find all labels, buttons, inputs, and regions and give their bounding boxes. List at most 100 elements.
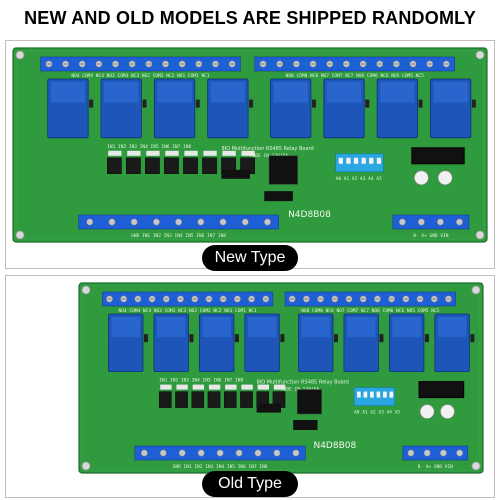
relay-highlight bbox=[301, 317, 330, 338]
terminal-screw bbox=[241, 218, 249, 226]
old-type-panel: NO4 COM4 NC4 NO3 COM3 NC3 NO2 COM2 NC2 N… bbox=[5, 275, 495, 498]
dc-jack bbox=[411, 147, 465, 165]
terminal-screw bbox=[197, 218, 205, 226]
dip-lever bbox=[376, 157, 382, 164]
relay-highlight bbox=[202, 317, 231, 338]
input-terminal-labels: GND IN1 IN2 IN3 IN4 IN5 IN6 IN7 IN8 bbox=[131, 233, 226, 239]
top-terminal-block bbox=[254, 56, 455, 72]
smd-resistor bbox=[160, 384, 172, 390]
model-number: N4D8B08 bbox=[313, 441, 356, 451]
relay-diode bbox=[311, 99, 316, 108]
regulator-chip bbox=[256, 403, 281, 413]
relay-highlight bbox=[210, 82, 246, 103]
terminal-screw bbox=[292, 449, 300, 457]
rs485-chip bbox=[293, 420, 318, 431]
old-type-label: Old Type bbox=[202, 471, 298, 497]
optocoupler bbox=[106, 157, 122, 175]
smd-resistor bbox=[257, 384, 270, 390]
terminal-screw bbox=[423, 449, 431, 457]
optocoupler bbox=[145, 157, 160, 175]
mounting-hole bbox=[475, 230, 485, 240]
dip-lever bbox=[389, 391, 394, 398]
relay-diode bbox=[379, 334, 384, 343]
relay-highlight bbox=[156, 317, 186, 338]
board-title: 8IO Multifunction RS485 Relay Board bbox=[221, 146, 313, 152]
power-terminal-labels: B- A+ GND VIN bbox=[413, 233, 449, 239]
relay-highlight bbox=[50, 82, 86, 103]
smd-resistor bbox=[241, 384, 253, 390]
relay-highlight bbox=[437, 317, 467, 338]
smd-resistor bbox=[192, 384, 205, 390]
top-terminal-labels: NO4 COM4 NC4 NO3 COM3 NC3 NO2 COM2 NC2 N… bbox=[119, 308, 257, 314]
mcu-chip bbox=[268, 155, 298, 185]
relay-diode bbox=[195, 99, 200, 108]
terminal-screw bbox=[86, 218, 94, 226]
old-type-board-photo: NO4 COM4 NC4 NO3 COM3 NC3 NO2 COM2 NC2 N… bbox=[78, 282, 484, 474]
dip-lever bbox=[376, 391, 381, 398]
terminal-screw bbox=[175, 218, 183, 226]
top-terminal-block bbox=[102, 291, 274, 307]
dip-lever bbox=[383, 391, 387, 398]
terminal-screw bbox=[219, 218, 227, 226]
relay-highlight bbox=[247, 317, 277, 338]
relay-diode bbox=[471, 99, 476, 108]
mounting-hole bbox=[471, 285, 481, 295]
terminal-screw bbox=[398, 218, 406, 226]
relay-highlight bbox=[380, 82, 415, 103]
relay-diode bbox=[189, 334, 194, 343]
top-terminal-block bbox=[40, 56, 241, 72]
input-led-labels: IN1 IN2 IN3 IN4 IN5 IN6 IN7 IN8 bbox=[107, 144, 191, 150]
optocoupler bbox=[183, 157, 198, 175]
dip-lever bbox=[370, 391, 374, 398]
relay-diode bbox=[89, 99, 94, 108]
smd-resistor bbox=[273, 384, 286, 390]
smd-resistor bbox=[203, 150, 217, 156]
top-terminal-labels: NO8 COM8 NC8 NO7 COM7 NC7 NO6 COM6 NC6 N… bbox=[286, 73, 424, 79]
relay-diode bbox=[234, 334, 239, 343]
board-title: 8IO Multifunction RS485 Relay Board bbox=[257, 380, 349, 386]
relay-diode bbox=[470, 334, 475, 343]
mounting-hole bbox=[15, 230, 25, 240]
input-terminal-labels: GND IN1 IN2 IN3 IN4 IN5 IN6 IN7 IN8 bbox=[173, 464, 268, 470]
relay-diode bbox=[142, 99, 147, 108]
mounting-hole bbox=[475, 50, 485, 60]
dip-lever bbox=[357, 391, 361, 398]
relay-highlight bbox=[346, 317, 376, 338]
smd-resistor bbox=[241, 150, 255, 156]
optocoupler bbox=[126, 157, 141, 175]
top-terminal-block bbox=[284, 291, 456, 307]
terminal-screw bbox=[273, 449, 281, 457]
relay-diode bbox=[365, 99, 370, 108]
optocoupler bbox=[223, 391, 237, 408]
mcu-chip bbox=[296, 389, 322, 415]
input-led-labels: IN1 IN2 IN3 IN4 IN5 IN6 IN7 IN8 bbox=[159, 378, 243, 384]
terminal-screw bbox=[436, 218, 444, 226]
relay-highlight bbox=[433, 82, 468, 103]
smd-resistor bbox=[165, 150, 179, 156]
smd-resistor bbox=[146, 150, 160, 156]
relay-diode bbox=[280, 334, 285, 343]
relay-diode bbox=[418, 99, 423, 108]
terminal-screw bbox=[407, 449, 415, 457]
relay-highlight bbox=[392, 317, 421, 338]
terminal-screw bbox=[178, 449, 186, 457]
smd-resistor bbox=[225, 384, 237, 390]
dip-lever bbox=[353, 157, 359, 164]
capacitor bbox=[437, 170, 453, 186]
rs485-chip bbox=[264, 191, 293, 202]
capacitor bbox=[419, 404, 435, 419]
smd-resistor bbox=[222, 150, 236, 156]
relay-highlight bbox=[111, 317, 140, 338]
smd-resistor bbox=[108, 150, 122, 156]
power-terminal-block bbox=[392, 214, 470, 230]
new-type-board-photo: NO4 COM4 NC4 NO3 COM3 NC3 NO2 COM2 NC2 N… bbox=[12, 47, 488, 243]
new-type-panel: NO4 COM4 NC4 NO3 COM3 NC3 NO2 COM2 NC2 N… bbox=[5, 40, 495, 269]
mounting-hole bbox=[15, 50, 25, 60]
terminal-screw bbox=[456, 449, 464, 457]
terminal-screw bbox=[152, 218, 160, 226]
optocoupler bbox=[207, 391, 221, 408]
terminal-screw bbox=[264, 218, 271, 226]
mounting-hole bbox=[81, 461, 91, 471]
pcb-edge-trace bbox=[81, 285, 481, 471]
terminal-screw bbox=[140, 449, 148, 457]
